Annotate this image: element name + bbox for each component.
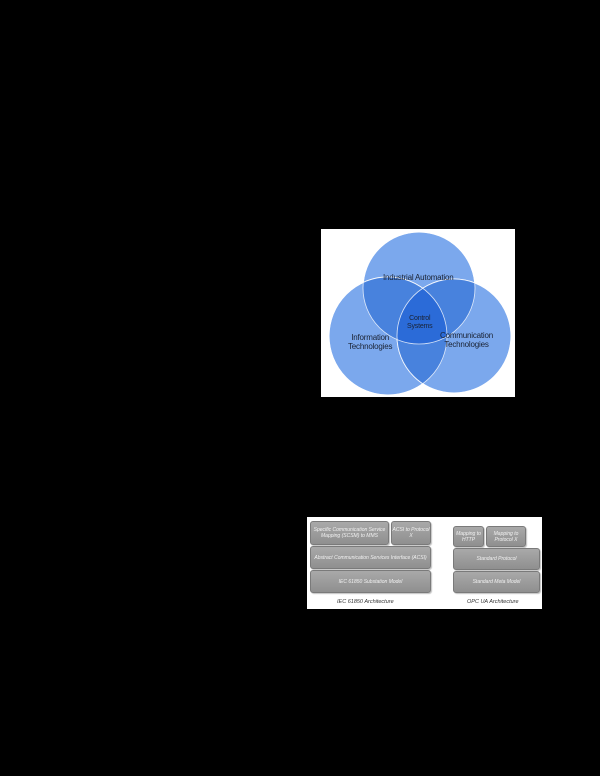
opcua-meta-model-block: Standard Meta Model (453, 571, 540, 593)
opcua-mapping-protocol-x-block: Mapping to Protocol X (486, 526, 526, 547)
iec-acsi-protocol-x-block: ACSI to Protocol X (391, 521, 431, 545)
venn-circles (328, 231, 512, 396)
label-information-technologies: Information Technologies (348, 333, 393, 351)
venn-diagram-figure: Industrial Automation Control Systems In… (321, 229, 515, 397)
label-info-line2: Technologies (348, 342, 393, 351)
opcua-mapping-http-block: Mapping to HTTP (453, 526, 484, 547)
label-control-systems: Control Systems (407, 315, 433, 331)
opcua-standard-protocol-block: Standard Protocol (453, 548, 540, 570)
iec-acsi-block: Abstract Communication Services Interfac… (310, 546, 431, 569)
label-industrial-automation: Industrial Automation (383, 273, 454, 282)
label-comm-line2: Technologies (444, 340, 489, 349)
iec-scsm-block: Specific Communication Service Mapping (… (310, 521, 389, 545)
label-control-line2: Systems (407, 323, 433, 330)
iec-caption: IEC 61850 Architecture (337, 599, 394, 605)
iec-substation-model-block: IEC 61850 Substation Model (310, 570, 431, 593)
opcua-caption: OPC UA Architecture (467, 599, 519, 605)
architecture-comparison-figure: Specific Communication Service Mapping (… (307, 517, 542, 609)
label-comm-line1: Communication (440, 331, 493, 340)
label-control-line1: Control (409, 315, 431, 322)
label-communication-technologies: Communication Technologies (440, 331, 493, 349)
label-info-line1: Information (351, 333, 390, 342)
